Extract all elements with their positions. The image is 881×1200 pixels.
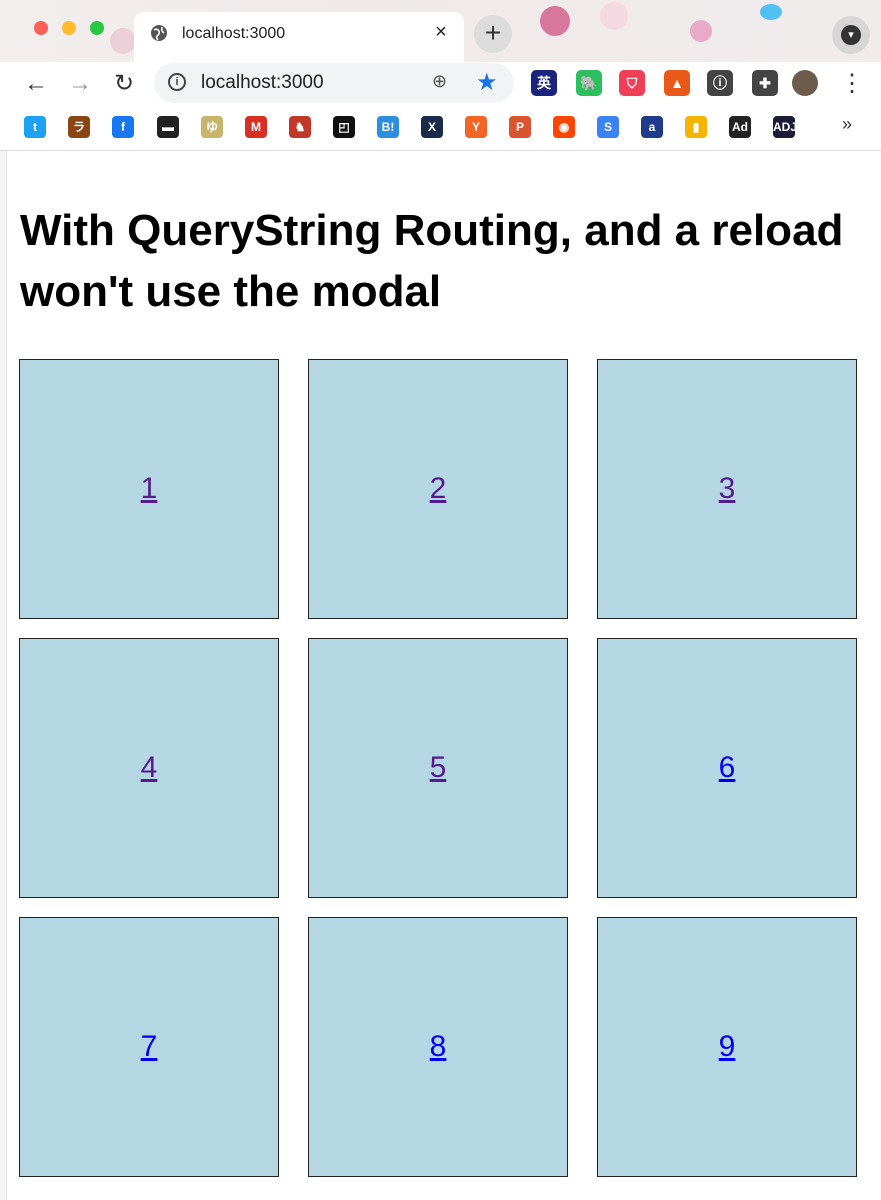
item-link[interactable]: 4 <box>140 751 158 784</box>
browser-toolbar: ← → ↻ i localhost:3000 ⊕ ★ 英 🐘 ⛉ ▲ ⓘ ✚ ⋮ <box>0 62 881 106</box>
tab-title: localhost:3000 <box>182 25 286 42</box>
evernote-extension-icon[interactable]: 🐘 <box>576 70 602 96</box>
lighthouse-extension-icon[interactable]: ▲ <box>664 70 690 96</box>
grid-cell[interactable]: 9 <box>597 917 857 1177</box>
tab-search-button[interactable]: ▾ <box>832 16 870 54</box>
floral-decoration <box>110 28 136 54</box>
floral-decoration <box>540 6 570 36</box>
site-info-icon[interactable]: i <box>168 73 186 91</box>
x-bookmark-icon[interactable]: X <box>421 116 443 138</box>
avatar[interactable] <box>792 70 818 96</box>
square-bookmark-icon[interactable]: ◰ <box>333 116 355 138</box>
grid-cell[interactable]: 4 <box>19 638 279 898</box>
url-text[interactable]: localhost:3000 <box>201 72 324 93</box>
tab-close-icon[interactable]: × <box>435 21 447 43</box>
horse-bookmark-icon[interactable]: ♞ <box>289 116 311 138</box>
back-button[interactable]: ← <box>24 70 48 97</box>
grid-cell[interactable]: 3 <box>597 359 857 619</box>
page-title: With QueryString Routing, and a reload w… <box>20 206 844 316</box>
grid-cell[interactable]: 7 <box>19 917 279 1177</box>
browser-menu-button[interactable]: ⋮ <box>840 70 864 97</box>
window-left-edge <box>0 151 7 1200</box>
gmail-bookmark-icon[interactable]: M <box>245 116 267 138</box>
grid-cell[interactable]: 2 <box>308 359 568 619</box>
bookmark-star-icon[interactable]: ★ <box>476 69 498 96</box>
item-link[interactable]: 2 <box>429 472 447 505</box>
item-link[interactable]: 3 <box>718 472 736 505</box>
zoom-icon[interactable]: ⊕ <box>432 71 448 91</box>
adage-bookmark-icon[interactable]: Ad <box>729 116 751 138</box>
page-content: With QueryString Routing, and a reload w… <box>0 151 881 1200</box>
hatena-bookmark-icon[interactable]: B! <box>377 116 399 138</box>
bookmarks-overflow-button[interactable]: » <box>842 114 853 134</box>
chevron-down-icon: ▾ <box>841 25 861 45</box>
zenn-bookmark-icon[interactable]: ラ <box>68 116 90 138</box>
item-link[interactable]: 7 <box>140 1030 158 1063</box>
forward-button[interactable]: → <box>68 70 92 97</box>
item-link[interactable]: 5 <box>429 751 447 784</box>
grid-cell[interactable]: 6 <box>597 638 857 898</box>
ycombinator-bookmark-icon[interactable]: Y <box>465 116 487 138</box>
butterfly-decoration <box>760 4 782 20</box>
item-link[interactable]: 1 <box>140 472 158 505</box>
s-bookmark-icon[interactable]: S <box>597 116 619 138</box>
grid-cell[interactable]: 5 <box>308 638 568 898</box>
reddit-bookmark-icon[interactable]: ◉ <box>553 116 575 138</box>
grid-cell[interactable]: 8 <box>308 917 568 1177</box>
new-tab-button[interactable]: + <box>474 15 512 53</box>
item-link[interactable]: 6 <box>718 751 736 784</box>
browser-tab[interactable]: localhost:3000 × <box>134 12 464 62</box>
zoom-window-button[interactable] <box>90 21 104 35</box>
adj-bookmark-icon[interactable]: ADJ <box>773 116 797 138</box>
grid-cell[interactable]: 1 <box>19 359 279 619</box>
minimize-window-button[interactable] <box>62 21 76 35</box>
item-link[interactable]: 8 <box>429 1030 447 1063</box>
extensions-puzzle-icon[interactable]: ✚ <box>752 70 778 96</box>
twitter-bookmark-icon[interactable]: t <box>24 116 46 138</box>
eijiro-extension-icon[interactable]: 英 <box>531 70 557 96</box>
amazon-bookmark-icon[interactable]: a <box>641 116 663 138</box>
pocket-extension-icon[interactable]: ⛉ <box>619 70 645 96</box>
floral-decoration <box>690 20 712 42</box>
analytics-bookmark-icon[interactable]: ▮ <box>685 116 707 138</box>
item-link[interactable]: 9 <box>718 1030 736 1063</box>
tv-bookmark-icon[interactable]: ▬ <box>157 116 179 138</box>
close-window-button[interactable] <box>34 21 48 35</box>
onepassword-extension-icon[interactable]: ⓘ <box>707 70 733 96</box>
tab-strip: localhost:3000 × + ▾ <box>0 0 881 62</box>
yu-bookmark-icon[interactable]: ゆ <box>201 116 223 138</box>
reload-button[interactable]: ↻ <box>113 70 135 97</box>
globe-icon <box>151 25 167 41</box>
producthunt-bookmark-icon[interactable]: P <box>509 116 531 138</box>
floral-decoration <box>600 2 628 30</box>
address-bar[interactable]: i localhost:3000 ⊕ ★ <box>154 63 514 103</box>
facebook-bookmark-icon[interactable]: f <box>112 116 134 138</box>
